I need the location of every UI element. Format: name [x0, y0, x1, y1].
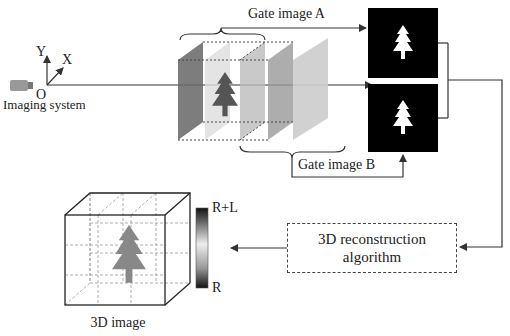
process-box: 3D reconstruction algorithm	[287, 223, 457, 273]
axis-label: Y	[36, 44, 46, 60]
figure-caption: 3D image	[58, 315, 178, 331]
gate-label: Gate image A	[248, 6, 325, 22]
cube	[65, 193, 190, 305]
system-label: Imaging system	[3, 97, 86, 113]
gate-volume	[178, 38, 328, 140]
connector-arrow	[231, 247, 287, 248]
cube-figure: 3D image	[58, 188, 230, 333]
scale-label: R+L	[212, 200, 238, 216]
gate-image	[368, 8, 438, 152]
axis-label: X	[62, 52, 72, 68]
merge-line	[438, 43, 502, 247]
camera-icon	[10, 80, 33, 91]
color-bar	[196, 208, 208, 288]
scale-label: R	[212, 280, 221, 296]
gate-label: Gate image B	[298, 157, 375, 173]
box-text: 3D reconstruction algorithm	[296, 230, 448, 266]
